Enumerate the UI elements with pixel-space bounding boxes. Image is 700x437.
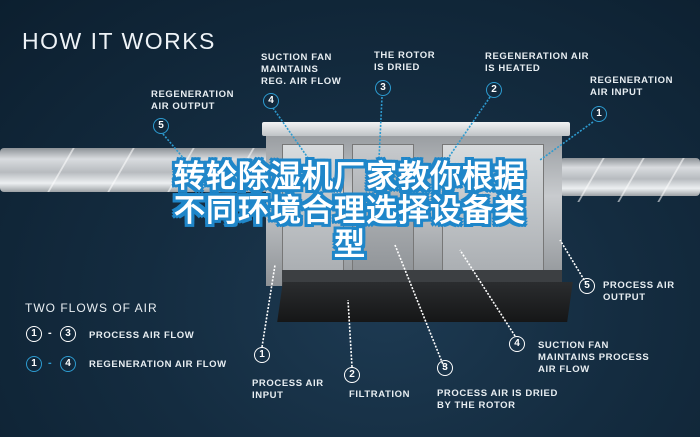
process-step-2-badge: 2 [344, 367, 360, 383]
process-step-1-badge: 1 [254, 347, 270, 363]
legend-regen-from-badge: 1 [26, 356, 42, 372]
legend-title: TWO FLOWS OF AIR [25, 301, 158, 315]
legend-process-label: PROCESS AIR FLOW [89, 330, 195, 341]
legend-process-dash: - [48, 327, 52, 339]
headline-overlay: 转轮除湿机厂家教你根据 不同环境合理选择设备类 型 [174, 159, 526, 263]
legend-regen-label: REGENERATION AIR FLOW [89, 359, 227, 370]
right-air-duct [560, 158, 700, 202]
process-step-3-badge: 3 [437, 360, 453, 376]
process-callout-2-label: FILTRATION [349, 389, 411, 400]
legend-process-from-badge: 1 [26, 326, 42, 342]
legend-regen-to-badge: 4 [60, 356, 76, 372]
left-air-duct [0, 148, 270, 192]
process-step-4-badge: 4 [509, 336, 525, 352]
regen-step-4-badge: 4 [263, 93, 279, 109]
process-step-5-badge: 5 [579, 278, 595, 294]
legend-process-to-badge: 3 [60, 326, 76, 342]
regen-step-1-badge: 1 [591, 106, 607, 122]
regen-step-5-badge: 5 [153, 118, 169, 134]
regen-step-3-badge: 3 [375, 80, 391, 96]
desiccant-dehumidifier-unit [262, 122, 573, 322]
diagram-title: HOW IT WORKS [22, 28, 216, 54]
regen-step-2-badge: 2 [486, 82, 502, 98]
legend-regen-dash: - [48, 357, 52, 369]
